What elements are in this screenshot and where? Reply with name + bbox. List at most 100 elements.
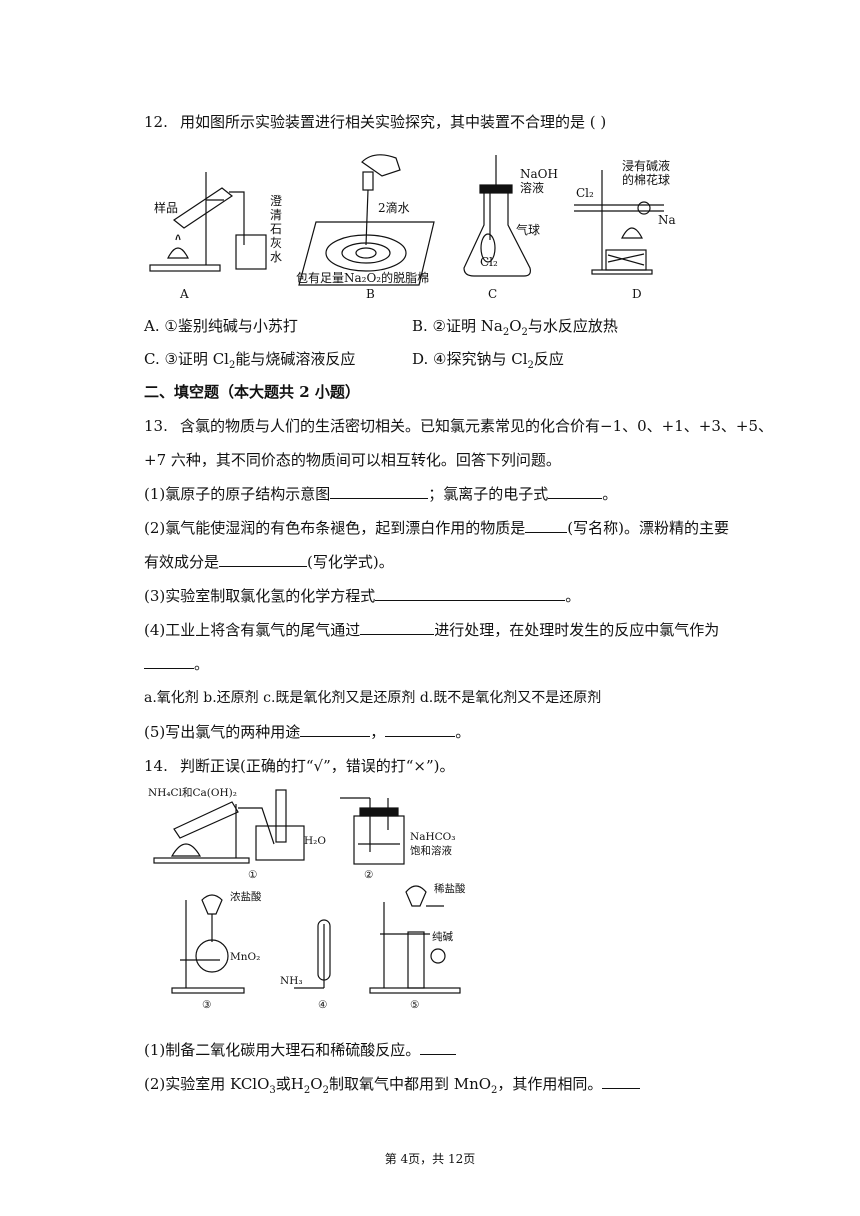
plate-b	[298, 221, 435, 286]
label-d-na: Na	[658, 213, 676, 227]
figure-label-a: A	[179, 287, 189, 300]
f3-acid-label: 浓盐酸	[230, 890, 262, 903]
q14-p2sub3: 2	[322, 1085, 329, 1096]
f1-reagent-label: NH₄Cl和Ca(OH)₂	[148, 787, 237, 799]
q12-option-b[interactable]: B. ②证明 Na2O2与水反应放热	[412, 316, 618, 343]
test-tube-a	[172, 187, 234, 229]
q14-p2b: 或H	[275, 1075, 304, 1093]
q13-part4-line2: 。	[144, 654, 209, 674]
option-a-text: A. ①鉴别纯碱与小苏打	[144, 317, 298, 335]
label-a-lime2: 清	[270, 208, 282, 222]
q13-p5b: ，	[370, 723, 386, 741]
beaker-a	[235, 234, 267, 270]
q14-stem: 判断正误(正确的打“√”，错误的打“×”)。	[180, 757, 455, 775]
label-a-lime4: 灰	[270, 236, 282, 250]
q13-part3: (3)实验室制取氯化氢的化学方程式 。	[144, 586, 580, 606]
f1-number: ①	[248, 869, 258, 881]
q13-stem1: 含氯的物质与人们的生活密切相关。已知氯元素常见的化合价有−1、0、+1、+3、+…	[180, 417, 773, 435]
q13-p3b: 。	[565, 587, 581, 605]
label-d-cl2: Cl₂	[576, 186, 594, 200]
option-b-pre: B. ②证明 Na	[412, 317, 503, 335]
balloon-c	[480, 233, 496, 263]
stand-base-a	[149, 264, 221, 272]
blank-judge-1[interactable]	[420, 1040, 457, 1055]
q13-part2-line1: (2)氯气能使湿润的有色布条褪色，起到漂白作用的物质是 (写名称)。漂粉精的主要	[144, 518, 729, 538]
q14-p2sub1: 3	[269, 1085, 276, 1096]
label-c-solution: 溶液	[520, 180, 544, 195]
f3-number: ③	[202, 999, 212, 1011]
blank-tail-gas-treatment[interactable]	[360, 620, 435, 635]
f5-soda-label: 纯碱	[432, 930, 453, 943]
blank-use-1[interactable]	[300, 722, 371, 737]
label-b-cotton: 包有足量Na₂O₂的脱脂棉	[296, 270, 429, 285]
q13-p1b: ；氯离子的电子式	[428, 485, 549, 503]
blank-atom-structure[interactable]	[330, 484, 429, 499]
f3-mno2-label: MnO₂	[230, 951, 260, 963]
q12-option-d[interactable]: D. ④探究钠与 Cl2反应	[412, 349, 564, 376]
q13-p5c: 。	[455, 723, 471, 741]
flask-c	[463, 190, 531, 277]
q14-p2c: O	[310, 1075, 323, 1093]
q14-part1: (1)制备二氧化碳用大理石和稀硫酸反应。	[144, 1040, 457, 1060]
option-d-post: 反应	[533, 350, 564, 368]
f2-sol1-label: NaHCO₃	[410, 831, 455, 843]
q14-p1: (1)制备二氧化碳用大理石和稀硫酸反应。	[144, 1041, 421, 1059]
label-b-water: 2滴水	[378, 200, 410, 215]
label-c-cl2: Cl₂	[480, 255, 498, 269]
q13-stem-line1: 13.含氯的物质与人们的生活密切相关。已知氯元素常见的化合价有−1、0、+1、+…	[144, 416, 773, 436]
q12-stem: 用如图所示实验装置进行相关实验探究，其中装置不合理的是 ( )	[180, 113, 607, 131]
q13-p4a: (4)工业上将含有氯气的尾气通过	[144, 621, 361, 639]
q13-p2b: (写名称)。漂粉精的主要	[567, 519, 729, 537]
q13-p3a: (3)实验室制取氯化氢的化学方程式	[144, 587, 376, 605]
f1-water-label: H₂O	[304, 835, 326, 847]
option-b-mid: O	[509, 317, 522, 335]
q14-stem-line: 14. 判断正误(正确的打“√”，错误的打“×”)。	[144, 756, 455, 776]
q13-p1c: 。	[602, 485, 618, 503]
q14-p2d: 制取氧气中都用到 MnO	[328, 1075, 492, 1093]
blank-judge-2[interactable]	[602, 1074, 641, 1089]
q14-p2sub2: 2	[303, 1085, 311, 1096]
q13-p2d: (写化学式)。	[307, 553, 394, 571]
option-b-sub1: 2	[502, 327, 510, 338]
q14-apparatus-figure: NH₄Cl和Ca(OH)₂ H₂O NaHCO₃ 饱和溶液 浓盐酸 MnO₂ N…	[148, 787, 466, 1011]
blank-electron-formula[interactable]	[548, 484, 603, 499]
q13-p2c: 有效成分是	[144, 553, 220, 571]
blank-bleach-powder-formula[interactable]	[219, 552, 308, 567]
q12-apparatus-figure: 样品 澄 清 石 灰 水 2滴水 包有足量Na₂O₂的脱脂棉 NaOH 溶液 气…	[149, 154, 676, 300]
option-d-pre: D. ④探究钠与 Cl	[412, 350, 528, 368]
f5-acid-label: 稀盐酸	[434, 882, 466, 895]
q12-option-c[interactable]: C. ③证明 Cl2能与烧碱溶液反应	[144, 349, 355, 376]
option-c-sub: 2	[228, 360, 236, 371]
q13-part4-line1: (4)工业上将含有氯气的尾气通过 进行处理，在处理时发生的反应中氯气作为	[144, 620, 719, 640]
q13-part2-line2: 有效成分是 (写化学式)。	[144, 552, 394, 572]
blank-bleach-substance[interactable]	[525, 518, 568, 533]
section-heading: 二、填空题（本大题共 2 小题）	[144, 383, 360, 401]
page-footer: 第 4页，共 12页	[384, 1152, 476, 1166]
blank-chlorine-role[interactable]	[144, 654, 194, 669]
hand-b	[361, 154, 401, 177]
q13-p4b: 进行处理，在处理时发生的反应中氯气作为	[434, 621, 720, 639]
option-c-pre: C. ③证明 Cl	[144, 350, 229, 368]
q13-part1: (1)氯原子的原子结构示意图 ；氯离子的电子式 。	[144, 484, 617, 504]
q13-part4-options: a.氧化剂 b.还原剂 c.既是氧化剂又是还原剂 d.既不是氧化剂又不是还原剂	[144, 690, 602, 706]
q14-number: 14.	[144, 757, 168, 775]
blank-hcl-equation[interactable]	[375, 586, 566, 601]
figure-label-b: B	[366, 287, 375, 300]
label-c-balloon: 气球	[516, 222, 540, 237]
blank-use-2[interactable]	[385, 722, 456, 737]
q14-part2: (2)实验室用 KClO3或H2O2制取氧气中都用到 MnO2，其作用相同。	[144, 1074, 641, 1101]
q13-stem-line2: +7 六种，其不同价态的物质间可以相互转化。回答下列问题。	[144, 451, 561, 469]
option-d-sub: 2	[527, 360, 534, 371]
lamp-a	[167, 247, 189, 259]
q14-p2a: (2)实验室用 KClO	[144, 1075, 270, 1093]
figure-label-c: C	[488, 287, 497, 300]
q13-part5: (5)写出氯气的两种用途 ， 。	[144, 722, 470, 742]
q13-p2a: (2)氯气能使湿润的有色布条褪色，起到漂白作用的物质是	[144, 519, 526, 537]
label-c-naoh: NaOH	[520, 167, 558, 181]
q13-p1a: (1)氯原子的原子结构示意图	[144, 485, 331, 503]
q12-option-a[interactable]: A. ①鉴别纯碱与小苏打	[144, 316, 298, 336]
option-c-post: 能与烧碱溶液反应	[235, 350, 356, 368]
f5-number: ⑤	[410, 999, 420, 1011]
f2-number: ②	[364, 869, 374, 881]
q13-p5a: (5)写出氯气的两种用途	[144, 723, 301, 741]
